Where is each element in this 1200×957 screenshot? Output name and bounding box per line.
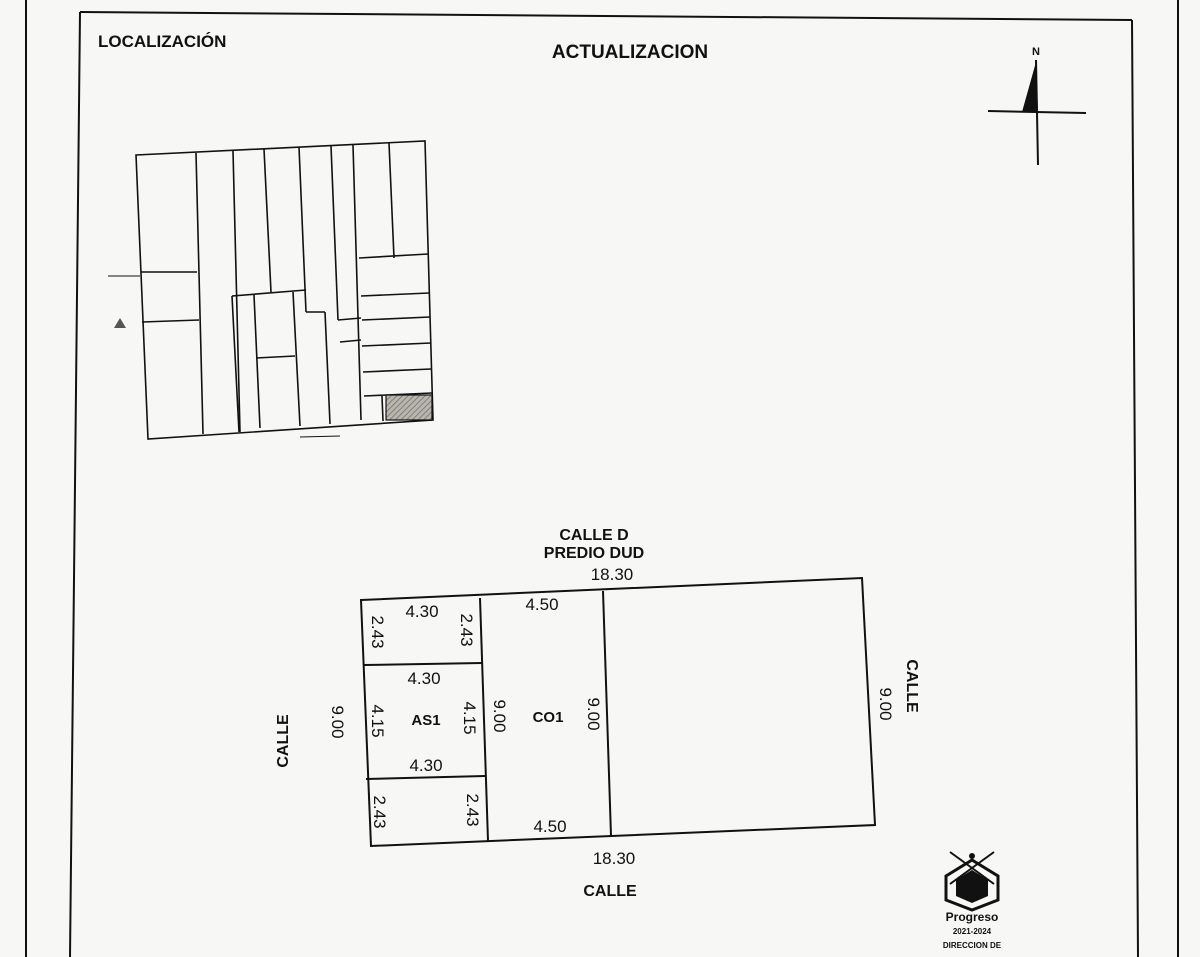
dim-bottom-total: 18.30 bbox=[593, 849, 636, 868]
dim-cell-top-right: 2.43 bbox=[457, 613, 476, 646]
area-label-co1: CO1 bbox=[533, 709, 564, 726]
sheet-frame bbox=[25, 0, 1179, 957]
dim-cell-top-width: 4.30 bbox=[405, 602, 438, 621]
dim-co1-right: 9.00 bbox=[584, 697, 603, 730]
dim-as1-top: 4.30 bbox=[407, 669, 440, 688]
dim-cell-bottom-left: 2.43 bbox=[370, 795, 389, 828]
top-neighbor-label: PREDIO DUD bbox=[544, 545, 644, 562]
dim-cell-bottom-right: 2.43 bbox=[463, 793, 482, 826]
top-street-label: CALLE D bbox=[559, 527, 628, 544]
location-label: LOCALIZACIÓN bbox=[98, 32, 226, 51]
municipal-seal-icon bbox=[944, 851, 1000, 912]
dim-co1-bottom: 4.50 bbox=[533, 817, 566, 836]
north-label: N bbox=[1032, 46, 1040, 58]
dim-as1-bottom: 4.30 bbox=[409, 756, 442, 775]
lot-plan bbox=[359, 576, 877, 848]
dim-co1-left: 9.00 bbox=[490, 699, 509, 732]
triangle-marker-icon bbox=[114, 318, 126, 328]
dim-co1-top: 4.50 bbox=[525, 595, 558, 614]
area-label-as1: AS1 bbox=[411, 712, 440, 729]
subject-lot-marker bbox=[385, 394, 433, 421]
left-street-label: CALLE bbox=[275, 714, 292, 768]
right-street-label: CALLE bbox=[903, 659, 920, 713]
dim-as1-right: 4.15 bbox=[460, 701, 479, 734]
bottom-street-label: CALLE bbox=[583, 883, 637, 900]
seal-dept: DIRECCION DE bbox=[943, 941, 1002, 950]
dim-top-total: 18.30 bbox=[591, 565, 634, 584]
sheet-title: ACTUALIZACION bbox=[552, 42, 708, 63]
dim-cell-top-left: 2.43 bbox=[368, 615, 387, 648]
north-arrow-icon: N bbox=[987, 46, 1087, 166]
seal-name: Progreso bbox=[946, 910, 999, 924]
dim-left-total: 9.00 bbox=[328, 705, 347, 738]
seal-years: 2021-2024 bbox=[953, 927, 992, 936]
location-map bbox=[108, 140, 434, 440]
dim-as1-left: 4.15 bbox=[368, 704, 387, 737]
dim-right-total: 9.00 bbox=[876, 687, 895, 720]
